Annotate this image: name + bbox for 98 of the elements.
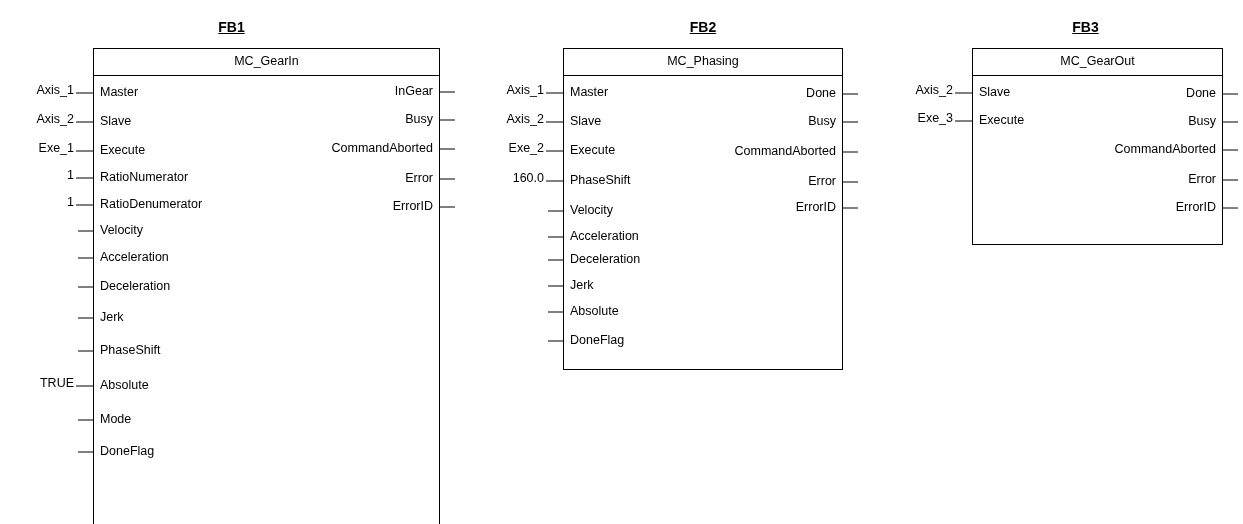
pin-label: RatioDenumerator [94, 197, 203, 211]
pin-label: Busy [808, 114, 842, 128]
pin-label: Deceleration [564, 252, 641, 266]
pin-line [547, 311, 564, 313]
instance-name: FB2 [689, 19, 717, 35]
pin-label: CommandAborted [734, 144, 842, 158]
pin-line [954, 92, 973, 94]
pin-label: DoneFlag [94, 444, 155, 458]
pin-label: Master [564, 85, 609, 99]
variable-label: Axis_2 [506, 113, 544, 126]
pin-line [842, 207, 859, 209]
pin-line [954, 120, 973, 122]
pin-line [842, 93, 859, 95]
pin-line [842, 181, 859, 183]
pin-label: ErrorID [795, 200, 842, 214]
pin-label: Absolute [94, 378, 149, 392]
pin-line [75, 204, 94, 206]
pin-label: Acceleration [564, 229, 639, 243]
pin-line [75, 385, 94, 387]
pin-line [545, 121, 564, 123]
pin-line [439, 148, 456, 150]
pin-label: Deceleration [94, 279, 171, 293]
pin-label: Slave [564, 114, 602, 128]
pin-label: Done [1186, 86, 1222, 100]
variable-label: Axis_1 [36, 84, 74, 97]
pin-line [547, 259, 564, 261]
pin-line [77, 230, 94, 232]
pin-line [1222, 121, 1239, 123]
pin-label: CommandAborted [1114, 142, 1222, 156]
pin-label: PhaseShift [564, 173, 631, 187]
pin-line [439, 119, 456, 121]
pin-label: Error [808, 174, 842, 188]
pin-line [439, 206, 456, 208]
pin-label: Velocity [564, 203, 614, 217]
pin-line [545, 180, 564, 182]
variable-label: 160.0 [512, 172, 544, 185]
variable-label: Axis_1 [506, 84, 544, 97]
pin-label: Velocity [94, 223, 144, 237]
pin-line [547, 285, 564, 287]
variable-label: 1 [67, 196, 74, 209]
pin-line [77, 286, 94, 288]
pin-label: Mode [94, 412, 132, 426]
pin-label: Execute [94, 143, 146, 157]
pin-label: RatioNumerator [94, 170, 189, 184]
pin-line [77, 350, 94, 352]
pin-line [547, 210, 564, 212]
pin-line [1222, 179, 1239, 181]
pin-label: ErrorID [392, 199, 439, 213]
pin-label: InGear [394, 84, 439, 98]
variable-label: 1 [67, 169, 74, 182]
pin-line [75, 150, 94, 152]
pin-line [1222, 207, 1239, 209]
pin-label: Slave [94, 114, 132, 128]
block-type-name: MC_GearOut [1059, 53, 1136, 70]
pin-line [75, 177, 94, 179]
pin-label: Absolute [564, 304, 619, 318]
pin-line [77, 419, 94, 421]
variable-label: Axis_2 [36, 113, 74, 126]
pin-line [75, 121, 94, 123]
pin-line [439, 178, 456, 180]
pin-line [545, 150, 564, 152]
variable-label: Axis_2 [915, 84, 953, 97]
pin-line [75, 92, 94, 94]
pin-label: Acceleration [94, 250, 169, 264]
pin-label: Busy [405, 112, 439, 126]
pin-label: Jerk [564, 278, 594, 292]
pin-line [77, 257, 94, 259]
pin-label: PhaseShift [94, 343, 161, 357]
variable-label: Exe_1 [38, 142, 74, 155]
pin-label: Error [405, 171, 439, 185]
pin-line [547, 340, 564, 342]
pin-line [439, 91, 456, 93]
instance-name: FB3 [1072, 19, 1099, 35]
block-type-name: MC_Phasing [666, 53, 740, 70]
variable-label: Exe_3 [917, 112, 953, 125]
pin-label: ErrorID [1175, 200, 1222, 214]
pin-line [545, 92, 564, 94]
variable-label: TRUE [39, 377, 74, 390]
block-type-name: MC_GearIn [233, 53, 300, 70]
pin-label: Execute [973, 113, 1025, 127]
pin-line [1222, 149, 1239, 151]
pin-line [1222, 93, 1239, 95]
pin-label: Execute [564, 143, 616, 157]
variable-label: Exe_2 [508, 142, 544, 155]
pin-label: Busy [1188, 114, 1222, 128]
instance-name: FB1 [218, 19, 245, 35]
pin-label: Jerk [94, 310, 124, 324]
pin-line [547, 236, 564, 238]
pin-label: Done [806, 86, 842, 100]
pin-label: Error [1188, 172, 1222, 186]
pin-line [77, 317, 94, 319]
pin-line [842, 151, 859, 153]
pin-label: DoneFlag [564, 333, 625, 347]
pin-label: CommandAborted [331, 141, 439, 155]
pin-line [77, 451, 94, 453]
pin-label: Master [94, 85, 139, 99]
pin-line [842, 121, 859, 123]
pin-label: Slave [973, 85, 1011, 99]
